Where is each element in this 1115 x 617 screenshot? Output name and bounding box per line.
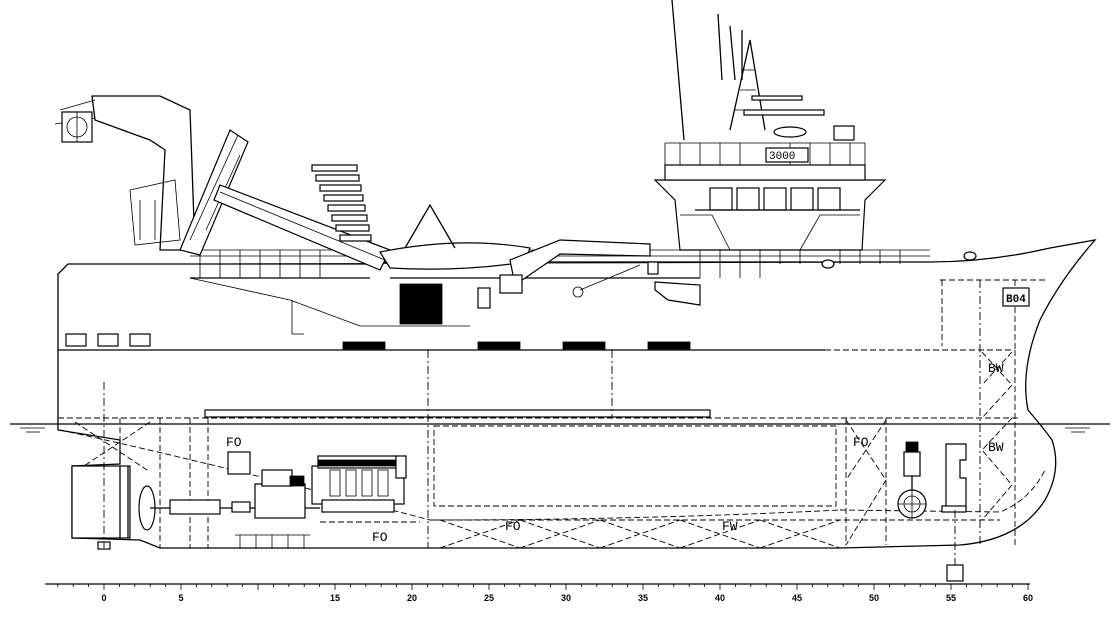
label-fo-4: FO — [372, 530, 388, 545]
rudder-assembly — [71, 465, 131, 550]
scale-label: 50 — [869, 593, 879, 603]
scale-label: 55 — [946, 593, 956, 603]
propulsion-line — [138, 469, 320, 531]
plate-number: 3000 — [769, 151, 795, 163]
scale-label: 0 — [101, 593, 106, 603]
scale-label: 20 — [407, 593, 417, 603]
scale-label: 35 — [638, 593, 648, 603]
bow-mark: B04 — [1002, 287, 1030, 307]
bow-mark-text: B04 — [1006, 294, 1026, 306]
bow-machinery — [897, 441, 967, 582]
stern-frames — [74, 418, 209, 548]
compartment-labels: FO FO FO FO FW BW BW — [226, 361, 1004, 545]
stern-crane — [54, 95, 391, 271]
hull — [57, 239, 1097, 549]
scale-label: 40 — [715, 593, 725, 603]
scale-label: 15 — [330, 593, 340, 603]
upper-stack — [311, 164, 372, 242]
scale-label: 60 — [1023, 593, 1033, 603]
double-bottom-frames — [235, 519, 1000, 549]
scale-label: 25 — [484, 593, 494, 603]
rescue-boat — [379, 203, 531, 325]
main-engine — [227, 451, 407, 513]
label-fw: FW — [722, 519, 738, 534]
fish-hold — [433, 425, 837, 507]
wheelhouse — [653, 0, 887, 251]
deck-crane — [499, 239, 701, 306]
scale-label: 30 — [561, 593, 571, 603]
label-fo-1: FO — [226, 435, 242, 450]
label-fo-3: FO — [505, 519, 521, 534]
waterline — [10, 423, 1110, 433]
deck-bollards — [65, 333, 691, 350]
frame-scale: 0 5 15 20 25 30 35 40 45 50 55 60 — [45, 583, 1033, 603]
label-bw-2: BW — [988, 440, 1004, 455]
scale-label: 5 — [178, 593, 183, 603]
scale-label: 45 — [792, 593, 802, 603]
label-bw-1: BW — [988, 361, 1004, 376]
label-fo-2: FO — [853, 435, 869, 450]
